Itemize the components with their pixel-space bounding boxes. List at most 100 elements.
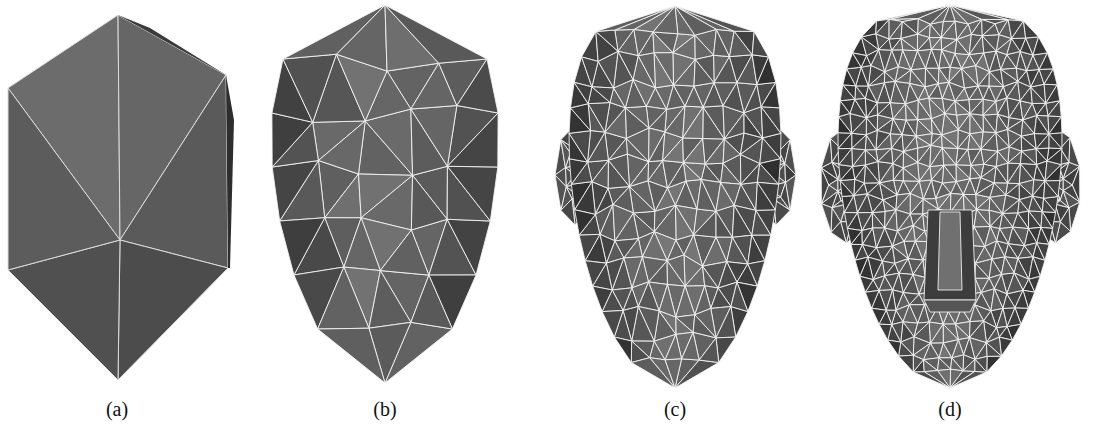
mesh-face	[318, 328, 385, 383]
mesh-face	[892, 50, 903, 67]
ear-face	[555, 175, 566, 210]
mesh-face	[970, 99, 983, 115]
mesh-face	[910, 194, 923, 215]
mesh-face	[748, 235, 765, 264]
mesh-face	[888, 340, 901, 356]
mesh-face	[1012, 38, 1026, 51]
mesh-face	[283, 54, 336, 122]
mesh-face	[724, 113, 744, 139]
mesh-face	[877, 103, 890, 115]
mesh-face	[889, 19, 902, 39]
mesh-face	[844, 212, 857, 228]
mesh-face	[675, 205, 693, 240]
mesh-face	[906, 120, 918, 136]
mesh-face	[665, 334, 682, 359]
mesh-face	[325, 174, 361, 218]
mesh-face	[873, 228, 885, 248]
mesh-face	[981, 132, 996, 149]
mesh-face	[761, 82, 779, 107]
mesh-face	[975, 263, 989, 278]
mesh-face	[1022, 149, 1037, 165]
mesh-face	[570, 104, 590, 131]
mesh-face	[571, 182, 592, 210]
mesh-face	[893, 119, 906, 135]
mesh-face	[757, 57, 776, 85]
mesh-face	[1003, 200, 1020, 214]
mesh-face	[885, 210, 896, 228]
mesh-face	[226, 75, 234, 268]
mesh-face	[1015, 290, 1028, 308]
mesh-face	[944, 165, 957, 182]
mesh-face	[851, 244, 862, 260]
mesh-face	[872, 213, 884, 228]
mesh-face	[1033, 181, 1045, 199]
mesh-face	[843, 85, 856, 99]
mesh-face	[1034, 115, 1048, 133]
mesh-face	[732, 205, 751, 237]
mesh-face	[1008, 120, 1023, 136]
mesh-face	[981, 167, 996, 183]
mesh-face	[676, 286, 695, 317]
mesh-face	[1001, 257, 1014, 274]
mesh-face	[963, 355, 975, 371]
mesh-face	[955, 101, 970, 115]
mesh-face	[761, 107, 781, 134]
mesh-face	[969, 34, 982, 54]
mesh-face	[344, 218, 380, 271]
mesh-face	[918, 98, 931, 119]
ear-face	[785, 140, 796, 175]
mesh-face	[897, 181, 910, 195]
mesh-face	[1048, 101, 1061, 117]
mesh-face	[911, 68, 926, 87]
mesh-face	[1019, 180, 1033, 196]
mesh-face	[913, 372, 950, 388]
mesh-face	[886, 290, 896, 310]
mesh-face	[703, 106, 724, 139]
ear-face	[821, 168, 829, 204]
panel-label: (c)	[664, 397, 686, 421]
mesh-face	[866, 130, 877, 149]
mesh-face	[703, 139, 725, 164]
mesh-face	[685, 266, 705, 286]
mesh-face	[925, 68, 938, 87]
mesh-face	[579, 234, 600, 260]
mesh-face	[1000, 214, 1013, 229]
mesh-face	[667, 261, 685, 286]
mesh-face	[984, 151, 998, 166]
mesh-face	[118, 240, 228, 380]
mesh-face	[991, 289, 1003, 311]
mesh-face	[1036, 148, 1049, 161]
mesh-face	[1005, 244, 1018, 259]
mesh-face	[1036, 134, 1049, 149]
mesh-face	[855, 98, 867, 117]
mesh-face	[1039, 53, 1053, 70]
mesh-face	[855, 257, 868, 276]
mesh-face	[923, 360, 937, 372]
mesh-face	[716, 307, 736, 338]
mesh-face	[902, 135, 916, 152]
mesh-face	[1006, 183, 1020, 195]
mesh-face	[861, 65, 871, 86]
mesh-face	[996, 163, 1008, 183]
mesh-face	[118, 15, 226, 75]
mesh-face	[1029, 196, 1043, 212]
mesh-face	[840, 99, 855, 113]
mesh-face	[889, 38, 901, 50]
mesh-face	[918, 119, 932, 134]
mesh-face	[447, 219, 490, 275]
mesh-face	[1024, 21, 1039, 38]
mesh-face	[878, 162, 893, 183]
mesh-face	[283, 5, 385, 59]
mesh-face	[997, 308, 1008, 327]
mesh-face	[910, 83, 925, 100]
mesh-face	[866, 115, 877, 131]
mesh-face	[1045, 181, 1060, 197]
mesh-face	[941, 21, 957, 39]
mesh-face	[974, 209, 990, 226]
mesh-face	[1049, 117, 1062, 134]
mesh-face	[457, 59, 498, 113]
mesh-face	[941, 21, 955, 37]
mesh-face	[574, 82, 592, 103]
mesh-face	[1031, 84, 1046, 103]
mesh-face	[865, 150, 878, 162]
